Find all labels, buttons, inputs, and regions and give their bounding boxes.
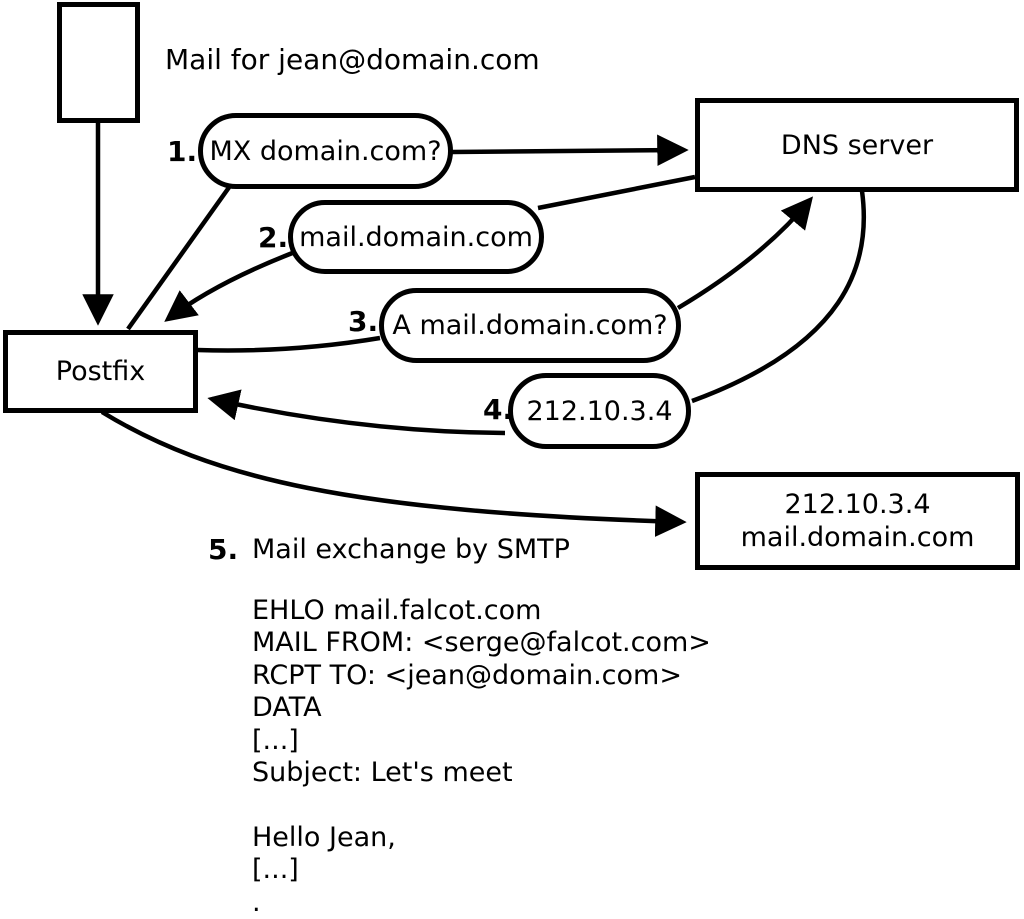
smtp-line-subject: Subject: Let's meet [252, 757, 513, 789]
smtp-line-ehlo: EHLO mail.falcot.com [252, 595, 542, 626]
ip-answer-pill: 212.10.3.4 [508, 373, 691, 449]
mail-envelope-box [57, 2, 140, 123]
arrow-postfix-to-mail-server [100, 410, 687, 537]
dns-server-label: DNS server [780, 129, 934, 161]
mail-server-hostname: mail.domain.com [740, 522, 975, 553]
line-postfix-to-a-query-pill [196, 335, 381, 353]
smtp-transcript: EHLO mail.falcot.com MAIL FROM: <serge@f… [252, 595, 711, 919]
step-number-5: 5. [208, 533, 239, 566]
mail-for-label: Mail for jean@domain.com [165, 43, 540, 76]
mx-answer-label: mail.domain.com [299, 221, 533, 253]
mx-answer-pill: mail.domain.com [288, 200, 544, 274]
smtp-exchange-label: Mail exchange by SMTP [252, 534, 570, 565]
postfix-label: Postfix [55, 356, 146, 387]
mail-server-node: 212.10.3.4 mail.domain.com [695, 472, 1020, 570]
smtp-line-rcpt-to: RCPT TO: <jean@domain.com> [252, 659, 682, 691]
step-number-3: 3. [348, 305, 379, 338]
mail-server-ip: 212.10.3.4 [784, 489, 931, 520]
smtp-line-end-dot: . [252, 886, 261, 918]
line-dns-to-ip-answer-pill [691, 190, 867, 404]
dns-server-node: DNS server [695, 98, 1019, 192]
smtp-line-mail-from: MAIL FROM: <serge@falcot.com> [252, 627, 711, 659]
mx-query-label: MX domain.com? [209, 135, 442, 167]
ip-answer-label: 212.10.3.4 [526, 395, 673, 427]
a-query-label: A mail.domain.com? [392, 310, 668, 341]
smtp-line-ellipsis-2: [...] [252, 854, 299, 886]
smtp-line-greeting: Hello Jean, [252, 821, 396, 853]
smtp-line-ellipsis-1: [...] [252, 724, 299, 756]
step-number-2: 2. [258, 221, 289, 254]
smtp-line-blank [252, 789, 711, 821]
line-dns-to-mx-answer-pill [537, 174, 696, 211]
postfix-node: Postfix [3, 330, 198, 413]
arrow-a-query-to-dns [676, 196, 814, 310]
a-query-pill: A mail.domain.com? [379, 288, 681, 363]
smtp-line-data: DATA [252, 692, 322, 724]
arrow-mx-answer-to-postfix [164, 249, 296, 322]
step-number-4: 4. [483, 393, 514, 426]
arrow-ip-answer-to-postfix [207, 389, 506, 436]
line-postfix-to-mx-query-pill [126, 184, 232, 331]
step-number-1: 1. [167, 135, 198, 168]
arrow-mx-query-to-dns [451, 134, 689, 166]
mx-query-pill: MX domain.com? [198, 113, 453, 189]
